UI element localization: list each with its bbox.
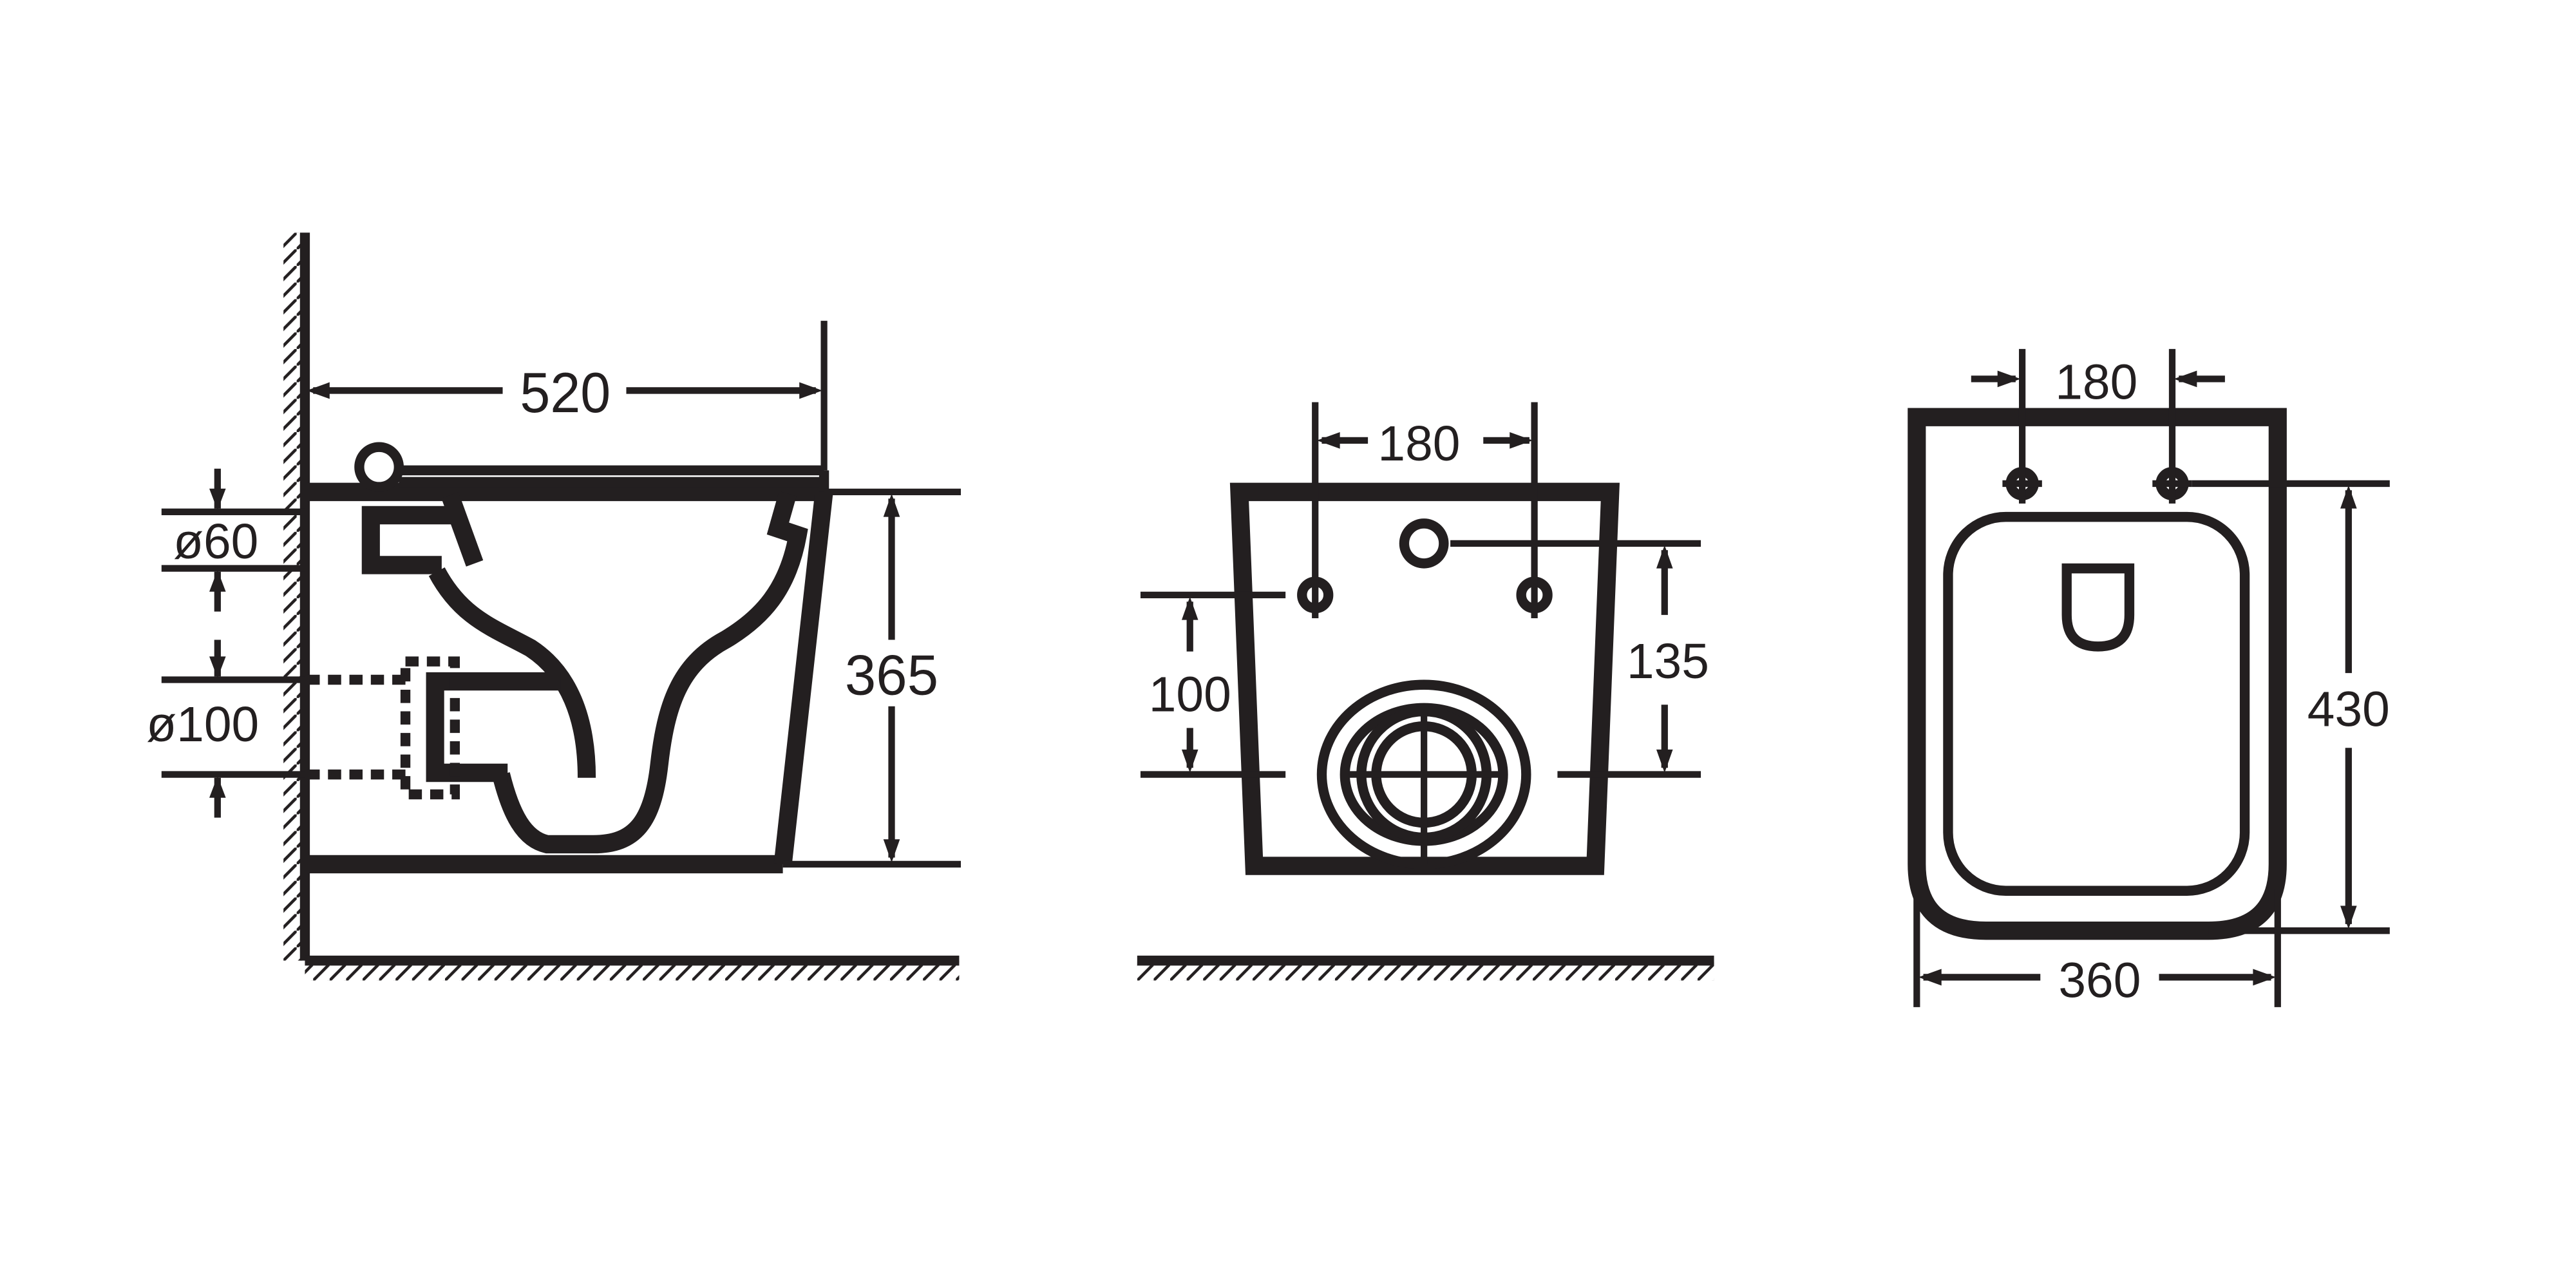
side-view: 520 365 ø60 — [146, 232, 961, 981]
dim-outlet-diameter: ø100 — [146, 639, 305, 818]
top-bolt-hole-left — [2002, 464, 2042, 504]
dim-label-top-360: 360 — [2058, 952, 2141, 1008]
dim-label-520: 520 — [520, 361, 611, 424]
dim-label-outlet: ø100 — [146, 697, 259, 752]
dim-top-width: 360 — [1913, 889, 2281, 1008]
dim-rear-bolt-height: 100 — [1140, 591, 1286, 778]
inlet-hole — [1399, 518, 1449, 569]
dim-label-top-430: 430 — [2307, 681, 2390, 737]
dim-top-bolt-spacing: 180 — [1971, 348, 2225, 464]
dim-label-top-180: 180 — [2055, 354, 2137, 410]
dim-label-rear-180: 180 — [1378, 416, 1460, 471]
wall-hatch — [283, 232, 310, 961]
rear-view: 180 100 135 — [1137, 402, 1714, 981]
dim-height-365: 365 — [782, 488, 961, 868]
floor-hatch-side — [305, 955, 960, 981]
toilet-bowl-side — [307, 482, 833, 874]
dim-rear-inlet-height: 135 — [1450, 540, 1709, 778]
dim-rear-bolt-spacing: 180 — [1312, 402, 1538, 618]
bowl-hole-top — [2061, 563, 2135, 652]
top-view: 180 430 360 — [1908, 348, 2390, 1008]
seat-opening-top — [1943, 511, 2250, 896]
toilet-body-rear — [1229, 482, 1620, 875]
dim-label-rear-135: 135 — [1627, 634, 1709, 689]
top-bolt-hole-right — [2152, 464, 2192, 504]
dim-inlet-diameter: ø60 — [161, 468, 305, 612]
dim-label-365: 365 — [845, 643, 938, 706]
outlet-rear — [1316, 679, 1531, 869]
dashed-pipe — [307, 656, 460, 800]
dim-width-520: 520 — [307, 321, 828, 471]
floor-hatch-rear — [1137, 955, 1714, 981]
dim-label-rear-100: 100 — [1149, 667, 1231, 722]
dim-top-depth: 430 — [2192, 480, 2390, 934]
dim-label-inlet: ø60 — [173, 514, 258, 569]
seat-hinge — [354, 442, 829, 492]
toilet-body-top — [1908, 408, 2287, 940]
